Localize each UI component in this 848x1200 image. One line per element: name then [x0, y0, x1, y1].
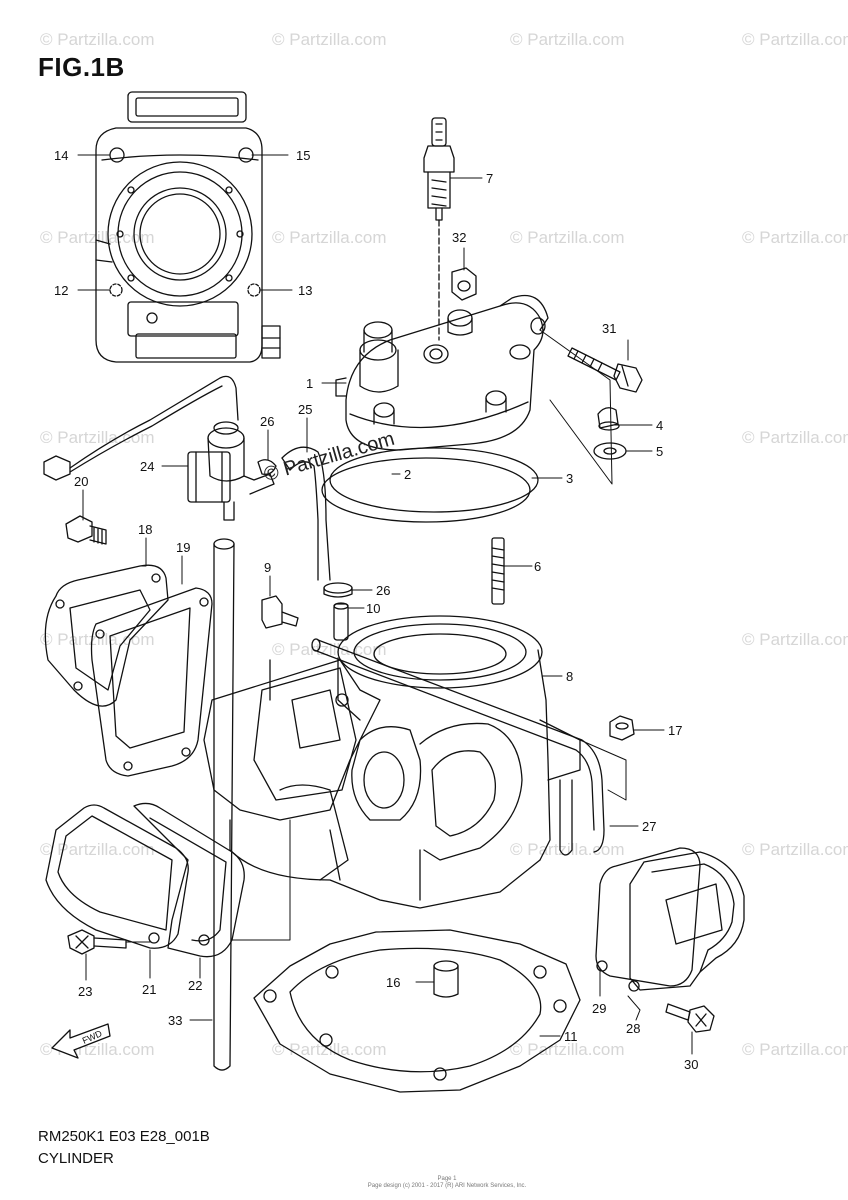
callout-12[interactable]: 12	[54, 283, 68, 298]
page-footer: Page 1 Page design (c) 2001 - 2017 (R) A…	[362, 1176, 532, 1190]
callout-19[interactable]: 19	[176, 540, 190, 555]
callout-31[interactable]: 31	[602, 321, 616, 336]
cover-28	[628, 851, 745, 992]
watermark: © Partzilla.com	[40, 630, 155, 649]
gasket-washer-32	[451, 267, 477, 301]
watermark: © Partzilla.com	[272, 640, 387, 659]
callout-4[interactable]: 4	[656, 418, 663, 433]
fwd-arrow: FWD	[51, 1023, 111, 1059]
gasket-29	[595, 847, 701, 987]
watermark: © Partzilla.com	[510, 840, 625, 859]
watermark: © Partzilla.com	[272, 228, 387, 247]
footer-line: Page design (c) 2001 - 2017 (R) ARI Netw…	[367, 1183, 527, 1189]
watermark: © Partzilla.com	[40, 840, 155, 859]
dowel-16	[433, 960, 459, 998]
exhaust-gasket-19	[90, 587, 213, 777]
gasket-22	[133, 802, 245, 958]
clamp-26-lower	[323, 582, 353, 598]
footer-line: Page 1	[437, 1176, 457, 1182]
cylinder-head	[335, 294, 549, 451]
callout-17[interactable]: 17	[668, 723, 682, 738]
watermark: © Partzilla.com	[742, 840, 848, 859]
callout-3[interactable]: 3	[566, 471, 573, 486]
callout-20[interactable]: 20	[74, 474, 88, 489]
watermark: © Partzilla.com	[40, 30, 155, 49]
watermark: © Partzilla.com	[742, 228, 848, 247]
solenoid-valve	[43, 375, 275, 521]
diagram-caption: CYLINDER	[38, 1150, 114, 1167]
watermark: © Partzilla.com	[742, 428, 848, 447]
callout-13[interactable]: 13	[298, 283, 312, 298]
pipe-33	[213, 538, 235, 1071]
watermark: © Partzilla.com	[40, 228, 155, 247]
callout-33[interactable]: 33	[168, 1013, 182, 1028]
nut-4	[597, 407, 620, 431]
cylinder	[203, 615, 581, 909]
hose-25	[281, 446, 331, 581]
washer-5	[593, 442, 627, 460]
callout-labels: 14 15 12 13 7 32 1 31 4 5 3 2 26 25 24 2…	[54, 148, 698, 1072]
callout-30[interactable]: 30	[684, 1057, 698, 1072]
bolt-20	[65, 515, 107, 545]
callout-28[interactable]: 28	[626, 1021, 640, 1036]
callout-15[interactable]: 15	[296, 148, 310, 163]
watermark: © Partzilla.com	[742, 1040, 848, 1059]
callout-23[interactable]: 23	[78, 984, 92, 999]
cylinder-top-view	[95, 91, 281, 363]
watermark: © Partzilla.com	[742, 30, 848, 49]
callout-9[interactable]: 9	[264, 560, 271, 575]
callout-6[interactable]: 6	[534, 559, 541, 574]
callout-11[interactable]: 11	[564, 1029, 578, 1044]
callout-26-upper[interactable]: 26	[260, 414, 274, 429]
callout-18[interactable]: 18	[138, 522, 152, 537]
base-gasket-11	[253, 929, 581, 1093]
callout-24[interactable]: 24	[140, 459, 154, 474]
callout-26-lower[interactable]: 26	[376, 583, 390, 598]
callout-8[interactable]: 8	[566, 669, 573, 684]
nut-17	[609, 715, 635, 741]
head-gasket	[321, 447, 539, 523]
clamp-26-upper	[257, 459, 277, 475]
callout-29[interactable]: 29	[592, 1001, 606, 1016]
diagram-code: RM250K1 E03 E28_001B	[38, 1128, 210, 1145]
callout-14[interactable]: 14	[54, 148, 68, 163]
exhaust-gasket-18	[44, 564, 169, 707]
pipe-27	[311, 638, 605, 856]
figure-title: FIG.1B	[38, 52, 125, 82]
callout-7[interactable]: 7	[486, 171, 493, 186]
callout-22[interactable]: 22	[188, 978, 202, 993]
callout-5[interactable]: 5	[656, 444, 663, 459]
watermark: © Partzilla.com	[272, 30, 387, 49]
stud-6	[491, 537, 505, 605]
callout-21[interactable]: 21	[142, 982, 156, 997]
spark-plug	[423, 117, 455, 341]
callout-32[interactable]: 32	[452, 230, 466, 245]
leader-lines	[77, 154, 693, 1055]
pipe-10	[333, 602, 349, 641]
watermark: © Partzilla.com	[510, 228, 625, 247]
callout-27[interactable]: 27	[642, 819, 656, 834]
callout-16[interactable]: 16	[386, 975, 400, 990]
joint-9	[261, 595, 299, 629]
bolt-30	[665, 1003, 715, 1033]
watermark: © Partzilla.com	[510, 30, 625, 49]
cover-21	[45, 804, 189, 949]
callout-1[interactable]: 1	[306, 376, 313, 391]
callout-2[interactable]: 2	[404, 467, 411, 482]
callout-25[interactable]: 25	[298, 402, 312, 417]
bolt-31	[567, 347, 643, 393]
callout-10[interactable]: 10	[366, 601, 380, 616]
bolt-23	[67, 929, 127, 955]
watermark: © Partzilla.com	[742, 630, 848, 649]
